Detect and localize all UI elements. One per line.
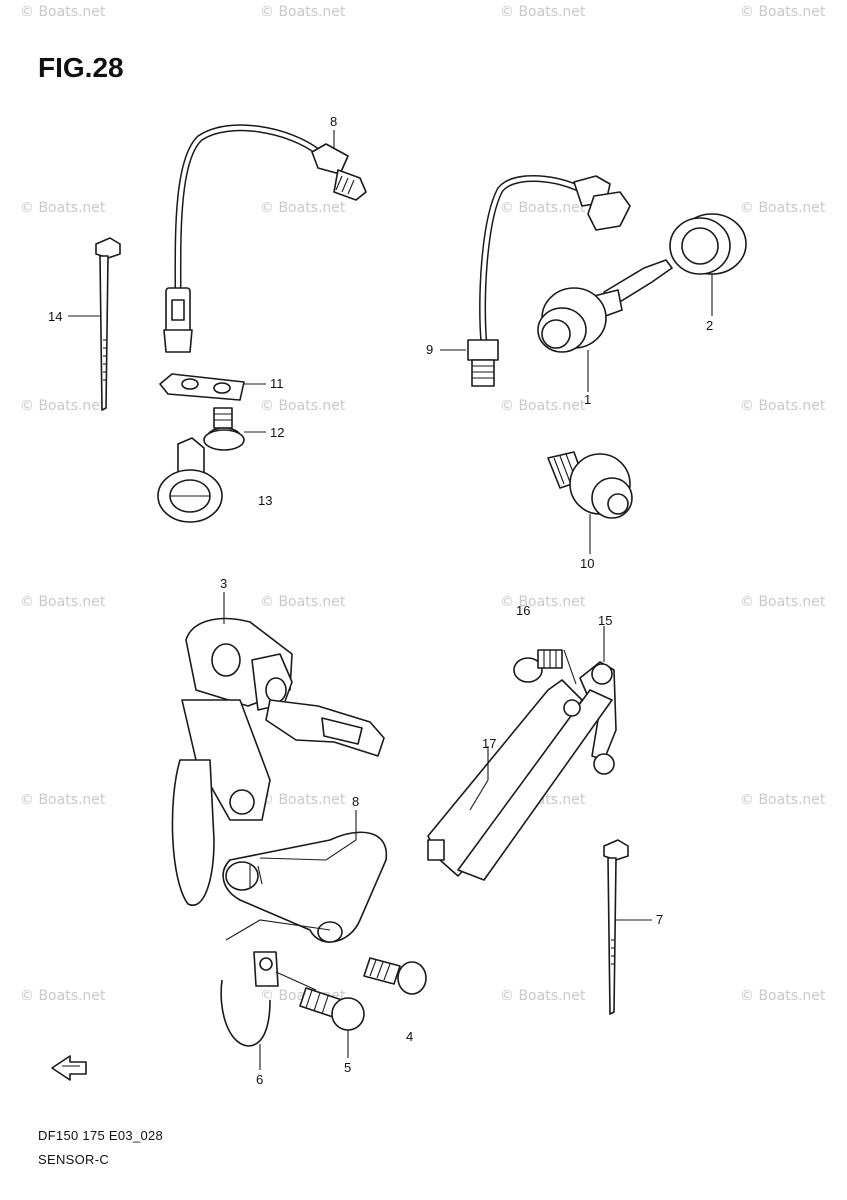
part-17-arm[interactable] <box>427 679 613 881</box>
front-arrow-icon <box>51 1055 87 1081</box>
figure-name: SENSOR-C <box>38 1152 110 1167</box>
part-8-sensor-plate[interactable] <box>222 831 388 943</box>
watermark: © Boats.net <box>740 200 826 216</box>
callout-3: 3 <box>220 576 228 591</box>
watermark: © Boats.net <box>740 398 826 414</box>
callout-15: 15 <box>598 613 613 628</box>
callout-7: 7 <box>656 912 664 927</box>
part-3-bracket[interactable] <box>171 617 385 907</box>
assembly-line <box>275 971 317 991</box>
watermark: © Boats.net <box>500 594 586 610</box>
watermark: © Boats.net <box>20 988 106 1004</box>
callout-5: 5 <box>344 1060 352 1075</box>
watermark: © Boats.net <box>260 398 346 414</box>
watermark: © Boats.net <box>740 4 826 20</box>
watermark: © Boats.net <box>260 594 346 610</box>
part-5-bolt[interactable] <box>299 987 365 1031</box>
watermark: © Boats.net <box>500 200 586 216</box>
figure-title: FIG.28 <box>38 52 124 83</box>
part-6-clamp[interactable] <box>220 951 279 1047</box>
watermark: © Boats.net <box>500 398 586 414</box>
watermark: © Boats.net <box>260 792 346 808</box>
part-1-sensor[interactable] <box>537 259 673 353</box>
watermark: © Boats.net <box>500 988 586 1004</box>
watermark: © Boats.net <box>260 200 346 216</box>
callout-2: 2 <box>706 318 714 333</box>
watermark: © Boats.net <box>740 792 826 808</box>
callout-11: 11 <box>270 376 284 391</box>
callout-9: 9 <box>426 342 434 357</box>
part-16-screw[interactable] <box>513 649 563 683</box>
leader-line <box>563 649 577 685</box>
part-14-cable-tie[interactable] <box>95 237 121 411</box>
callout-10: 10 <box>580 556 595 571</box>
callout-17: 17 <box>482 736 497 751</box>
figure-code: DF150 175 E03_028 <box>38 1128 164 1143</box>
leader-line <box>469 746 489 811</box>
part-2-grommet[interactable] <box>669 213 747 275</box>
watermark: © Boats.net <box>20 792 106 808</box>
callout-4: 4 <box>406 1029 414 1044</box>
callout-16: 16 <box>516 603 531 618</box>
watermark: © Boats.net <box>500 4 586 20</box>
part-4-bolt[interactable] <box>363 957 427 995</box>
part-10-pressure-sensor[interactable] <box>547 451 633 519</box>
callout-12: 12 <box>270 425 285 440</box>
part-9-temp-sensor[interactable] <box>467 175 631 387</box>
watermark: © Boats.net <box>740 988 826 1004</box>
callout-14: 14 <box>48 309 63 324</box>
leader-line <box>259 810 357 861</box>
part-8-sensor-harness[interactable] <box>163 124 367 353</box>
watermark: © Boats.net <box>740 594 826 610</box>
part-12-bolt[interactable] <box>203 407 245 451</box>
part-7-cable-tie[interactable] <box>603 839 629 1015</box>
callout-6: 6 <box>256 1072 264 1087</box>
assembly-line <box>225 919 331 941</box>
callout-1: 1 <box>584 392 592 407</box>
watermark: © Boats.net <box>260 4 346 20</box>
part-13-clip[interactable] <box>157 437 223 523</box>
watermark: © Boats.net <box>20 594 106 610</box>
callout-8-lower: 8 <box>352 794 360 809</box>
watermark: © Boats.net <box>20 200 106 216</box>
part-11-clamp-plate[interactable] <box>159 373 245 401</box>
watermark: © Boats.net <box>20 4 106 20</box>
callout-8: 8 <box>330 114 338 129</box>
callout-13: 13 <box>258 493 273 508</box>
watermark: © Boats.net <box>20 398 106 414</box>
